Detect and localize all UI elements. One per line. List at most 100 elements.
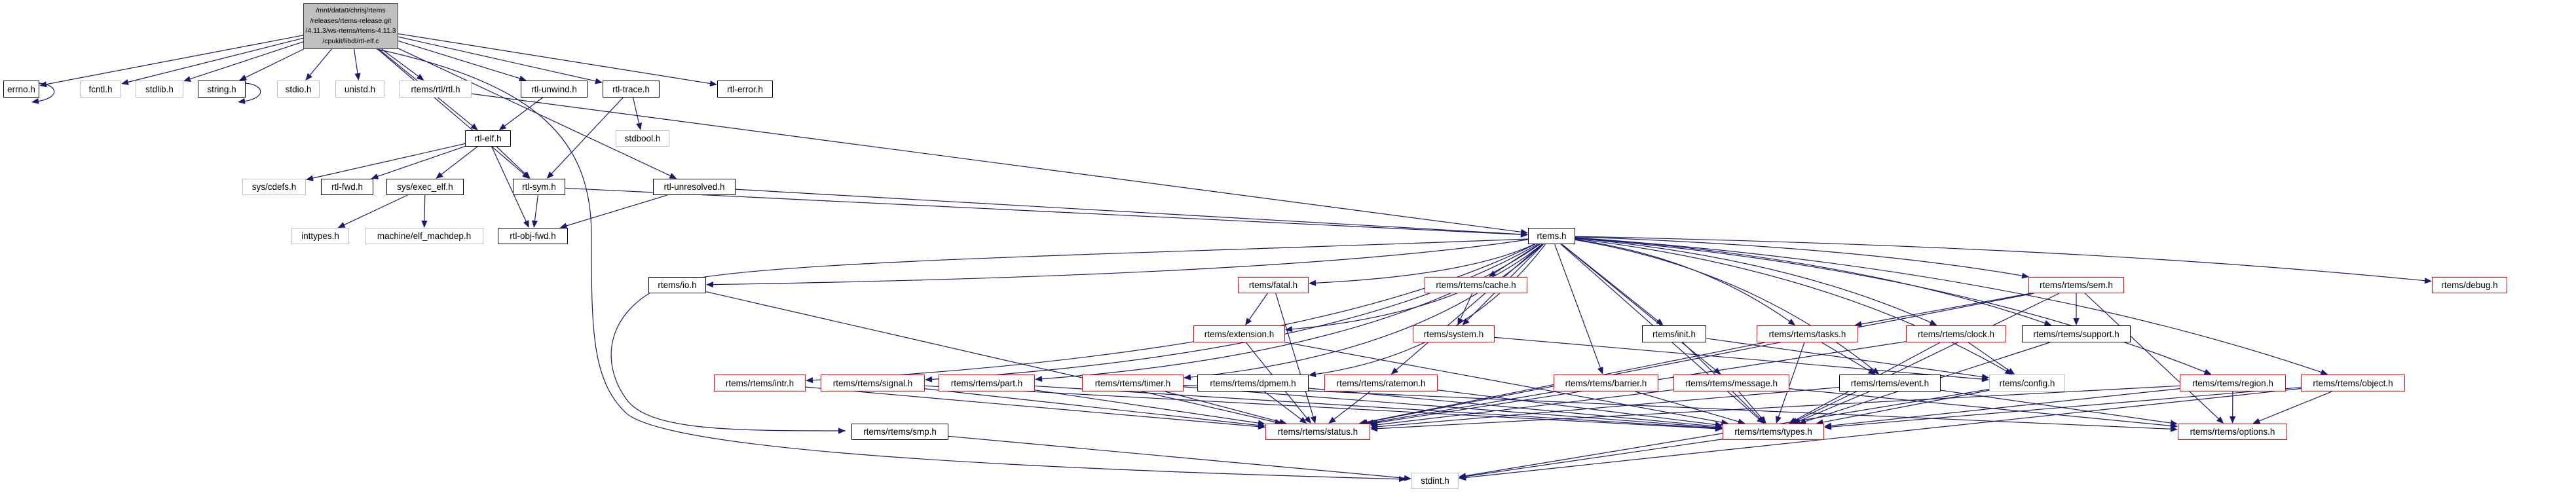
- edge-arrow-sym-objfwd: [531, 220, 538, 228]
- edge-arrow-clock-config: [2007, 367, 2015, 374]
- edge-elf-exec_elf: [439, 146, 478, 175]
- edge-arrow-extension-status: [1304, 416, 1311, 424]
- edge-elf-sym: [496, 146, 527, 175]
- edge-smp-stdint: [948, 435, 1406, 479]
- node-timer[interactable]: rtems/rtems/timer.h: [1082, 374, 1184, 392]
- edge-arrow-sem-support: [2073, 318, 2080, 325]
- edge-clock-config: [1968, 342, 2011, 372]
- edge-config-types: [1821, 390, 1990, 423]
- edge-trace-sym: [550, 97, 624, 175]
- node-barrier[interactable]: rtems/rtems/barrier.h: [1554, 374, 1658, 392]
- loop-edge-string: [242, 82, 261, 102]
- edge-main-error: [398, 33, 712, 84]
- edge-arrow-object-types: [1824, 424, 1832, 430]
- edge-sym-rtems: [565, 187, 1523, 235]
- edge-sym-objfwd: [534, 194, 539, 223]
- edge-arrow-rtems-signal: [925, 376, 933, 382]
- node-unresolved[interactable]: rtl-unresolved.h: [653, 179, 736, 195]
- node-stdio: stdio.h: [277, 81, 320, 98]
- node-io[interactable]: rtems/io.h: [648, 277, 706, 293]
- edge-rtems-cache: [1493, 244, 1540, 274]
- edge-arrow-barrier-types: [1737, 418, 1745, 425]
- edge-arrow-rtems-tasks: [1787, 318, 1796, 325]
- edge-arrow-sem-options: [2216, 416, 2224, 424]
- edge-dpmem-types: [1308, 388, 1717, 427]
- edge-timer-types: [1183, 386, 1717, 428]
- edge-rtems-timer: [1189, 244, 1544, 378]
- edge-arrow-rtems-io: [706, 282, 714, 288]
- edge-event-status: [1375, 387, 1840, 428]
- edge-arrow-system-config: [1981, 376, 1989, 382]
- node-region[interactable]: rtems/rtems/region.h: [2180, 374, 2286, 392]
- edge-sem-status: [1366, 293, 2034, 423]
- edge-main-string: [244, 48, 304, 79]
- edge-arrow-main-stdlib: [183, 76, 191, 82]
- node-elf[interactable]: rtl-elf.h: [465, 130, 511, 147]
- edge-main-rtl: [381, 48, 420, 78]
- node-message[interactable]: rtems/rtems/message.h: [1673, 374, 1789, 392]
- node-object[interactable]: rtems/rtems/object.h: [2301, 374, 2405, 392]
- node-types[interactable]: rtems/rtems/types.h: [1723, 424, 1824, 440]
- node-smp[interactable]: rtems/rtems/smp.h: [851, 424, 948, 440]
- node-cache[interactable]: rtems/rtems/cache.h: [1425, 277, 1527, 293]
- node-debug[interactable]: rtems/debug.h: [2432, 277, 2507, 293]
- node-exec_elf[interactable]: sys/exec_elf.h: [386, 179, 464, 195]
- edge-object-types: [1829, 387, 2302, 428]
- node-support[interactable]: rtems/rtems/support.h: [2022, 325, 2131, 342]
- edge-arrow-unwind-elf: [498, 123, 507, 130]
- loop-arrow-string: [238, 98, 246, 104]
- edge-arrow-rtems-timer: [1184, 374, 1191, 380]
- edge-rtems-intr: [811, 244, 1536, 381]
- node-string[interactable]: string.h: [198, 81, 246, 98]
- node-trace[interactable]: rtl-trace.h: [603, 81, 660, 98]
- node-sem[interactable]: rtems/rtems/sem.h: [2028, 277, 2124, 293]
- edge-elf-cdefs: [311, 143, 466, 179]
- node-sym[interactable]: rtl-sym.h: [513, 179, 565, 195]
- node-dpmem[interactable]: rtems/rtems/dpmem.h: [1197, 374, 1309, 392]
- edge-arrow-rtems-barrier: [1597, 367, 1603, 374]
- node-extension[interactable]: rtems/extension.h: [1193, 325, 1285, 342]
- node-error[interactable]: rtl-error.h: [717, 81, 773, 98]
- node-unwind[interactable]: rtl-unwind.h: [521, 81, 588, 98]
- edge-arrow-rtems-message: [1713, 367, 1721, 374]
- node-status[interactable]: rtems/rtems/status.h: [1265, 424, 1370, 440]
- edge-arrow-exec_elf-inttypes: [337, 222, 346, 228]
- edge-arrow-rtems-extension: [1285, 326, 1293, 333]
- node-machdep: machine/elf_machdep.h: [365, 228, 483, 244]
- node-event[interactable]: rtems/rtems/event.h: [1839, 374, 1941, 392]
- node-clock[interactable]: rtems/rtems/clock.h: [1906, 325, 2006, 342]
- node-system[interactable]: rtems/system.h: [1413, 325, 1495, 342]
- edge-main-sym: [377, 48, 525, 175]
- edge-main-unistd: [354, 48, 358, 75]
- node-intr[interactable]: rtems/rtems/intr.h: [714, 374, 806, 392]
- node-errno[interactable]: errno.h: [3, 81, 39, 98]
- node-fwd[interactable]: rtl-fwd.h: [321, 179, 373, 195]
- node-main: /mnt/data0/chrisj/rtems /releases/rtems-…: [303, 3, 398, 49]
- node-init[interactable]: rtems/init.h: [1642, 325, 1706, 342]
- node-rtems[interactable]: rtems.h: [1528, 228, 1575, 244]
- node-cdefs: sys/cdefs.h: [242, 179, 306, 195]
- edge-barrier-types: [1635, 391, 1740, 423]
- edge-arrow-rtems-support: [2044, 320, 2052, 326]
- node-tasks[interactable]: rtems/rtems/tasks.h: [1757, 325, 1858, 342]
- edge-barrier-status: [1372, 391, 1556, 424]
- edge-arrow-rtems-object: [2320, 369, 2328, 375]
- edge-arrow-tasks-event: [1867, 368, 1876, 374]
- edge-arrow-rtems-sem: [2021, 272, 2030, 279]
- edge-rtems-smp: [610, 238, 1529, 431]
- node-fatal[interactable]: rtems/fatal.h: [1238, 277, 1309, 293]
- edge-arrow-elf-cdefs: [306, 175, 314, 181]
- node-part[interactable]: rtems/rtems/part.h: [939, 374, 1035, 392]
- node-objfwd[interactable]: rtl-obj-fwd.h: [498, 228, 568, 244]
- node-options[interactable]: rtems/rtems/options.h: [2178, 424, 2287, 440]
- edge-signal-types: [924, 385, 1717, 429]
- edge-arrow-cache-system: [1457, 318, 1464, 325]
- node-ratemon[interactable]: rtems/rtems/ratemon.h: [1324, 374, 1438, 392]
- loop-edge-errno: [36, 82, 55, 102]
- node-stdlib: stdlib.h: [136, 81, 183, 98]
- node-signal[interactable]: rtems/rtems/signal.h: [821, 374, 925, 392]
- edge-arrow-rtems-part: [1035, 376, 1043, 382]
- edge-arrow-object-options: [2252, 418, 2261, 424]
- edge-unwind-elf: [503, 97, 543, 128]
